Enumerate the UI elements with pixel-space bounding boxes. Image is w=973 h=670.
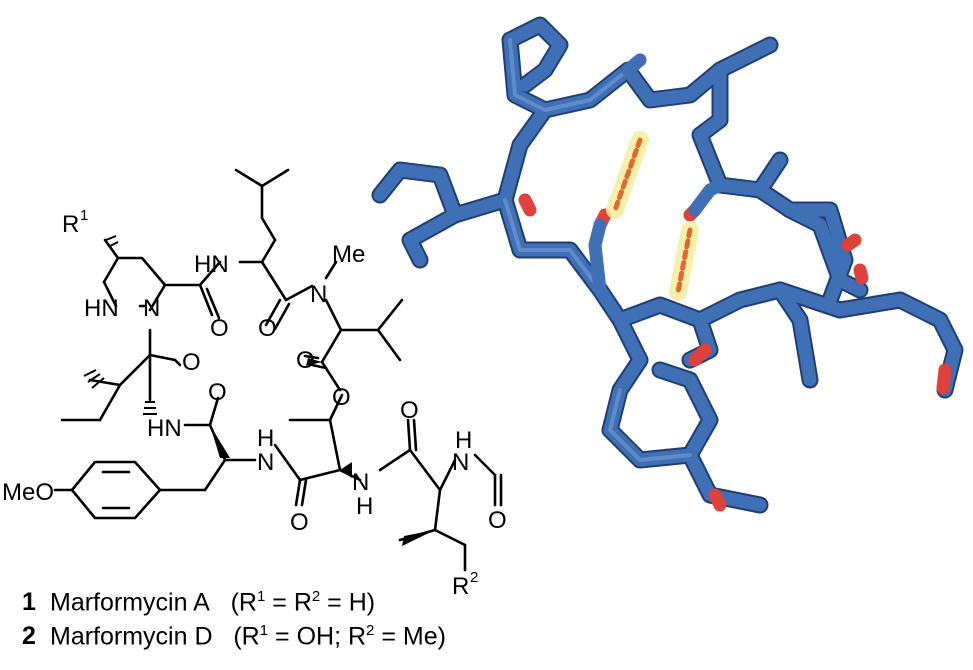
- carbonyl-oxygen-1: O: [210, 315, 229, 342]
- formyl-oxygen: O: [488, 507, 507, 534]
- n-formyl-label: N: [452, 449, 469, 476]
- hbond-1: [612, 137, 643, 213]
- oxygen-atom-5: [688, 343, 712, 367]
- n-methyl-label: N: [310, 281, 327, 308]
- hn-hydrazine-label: HN: [84, 295, 119, 322]
- ester-oxygen: O: [332, 384, 351, 411]
- n-thr-label: N: [352, 469, 369, 496]
- carbonyl-oxygen-3: O: [296, 347, 315, 374]
- compound-number-2: 2: [22, 622, 36, 651]
- methyl-label: Me: [332, 241, 365, 268]
- stereo-hashes: [83, 235, 157, 415]
- h-thr-label: H: [356, 493, 373, 520]
- r1-label: R: [62, 211, 79, 238]
- ile-carbonyl-oxygen: O: [400, 397, 419, 424]
- hn-top-label: HN: [194, 251, 229, 278]
- hbond-2: [675, 227, 693, 295]
- oxygen-atom-6: [708, 488, 727, 512]
- r2-superscript: 2: [470, 569, 478, 586]
- oxygen-atom-2: [518, 193, 537, 217]
- oxygen-atom-7: [841, 233, 862, 252]
- oxygen-atom-8: [936, 363, 952, 395]
- compound-name-1: Marformycin A: [50, 588, 210, 617]
- carbonyl-oxygen-6: O: [290, 509, 309, 536]
- hn-left-label: HN: [147, 415, 182, 442]
- r1-superscript: 1: [80, 207, 88, 224]
- n-hydrazine-label: N: [143, 295, 160, 322]
- carbonyl-oxygen-5: O: [208, 379, 227, 406]
- compound-subst-open-2: (R: [233, 622, 260, 651]
- h-formyl-label: H: [455, 427, 472, 454]
- methoxy-label: MeO: [2, 479, 54, 506]
- oxygen-atom-9: [853, 263, 869, 285]
- stereo-wedges: [210, 358, 435, 546]
- carbonyl-oxygen-2: O: [258, 315, 277, 342]
- r2-label: R: [452, 573, 469, 600]
- n-tyr-label: N: [257, 449, 274, 476]
- compound-name-2: Marformycin D: [50, 622, 213, 651]
- carbonyl-oxygen-4: O: [182, 349, 201, 376]
- compound-number-1: 1: [22, 588, 36, 617]
- h-tyr-label: H: [257, 425, 274, 452]
- stick-bonds-back: [371, 16, 964, 514]
- compound-subst-open-1: (R: [230, 588, 257, 617]
- hydrogen-bonds: [606, 131, 699, 301]
- atom-labels: R 1 HN Me N HN N O O O O O O HN H N O N …: [2, 207, 507, 600]
